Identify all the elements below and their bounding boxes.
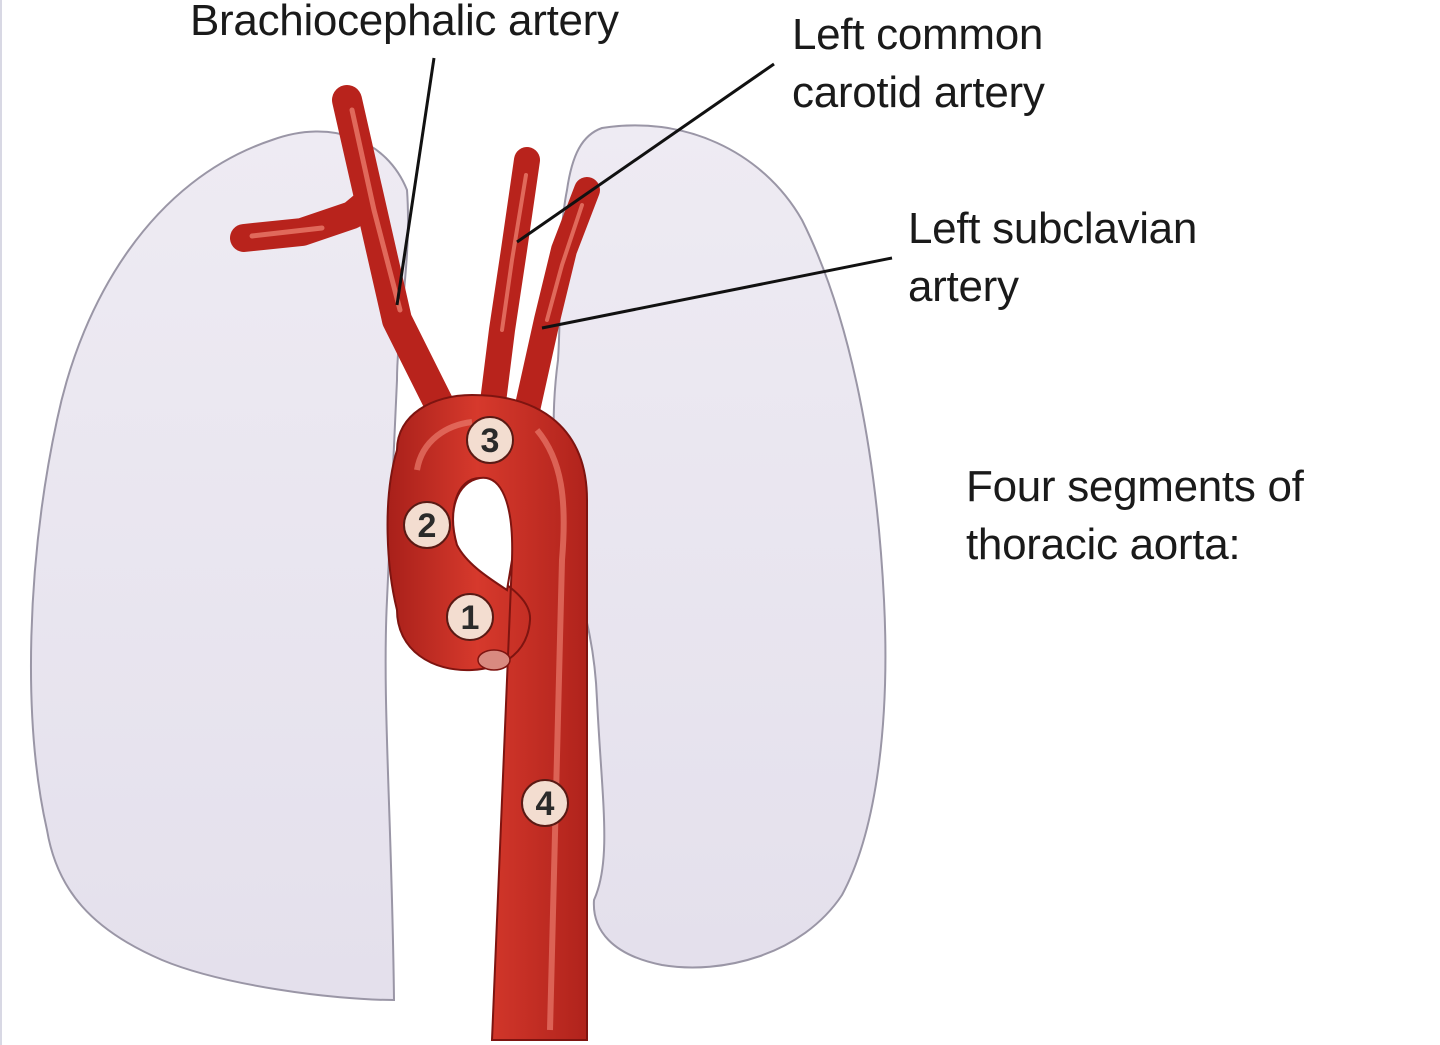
left-subclavian-label: Left subclavian artery (908, 200, 1197, 316)
left-lung (552, 124, 887, 969)
segment-marker-4: 4 (521, 779, 569, 827)
segments-caption: Four segments of thoracic aorta: (966, 458, 1304, 574)
left-subclavian-artery (514, 177, 600, 423)
left-common-carotid-artery (479, 147, 540, 423)
left-common-carotid-leader (516, 62, 775, 244)
aorta (386, 393, 588, 1041)
left-common-carotid-line-2: carotid artery (792, 68, 1045, 117)
segment-marker-1: 1 (446, 593, 494, 641)
segment-number-4: 4 (536, 785, 555, 823)
right-lung (29, 130, 410, 1002)
left-subclavian-leader (541, 256, 893, 330)
leader-lines (395, 57, 893, 330)
segment-marker-2: 2 (403, 501, 451, 549)
segment-marker-3: 3 (466, 416, 514, 464)
left-common-carotid-line-1: Left common (792, 10, 1044, 59)
segment-number-3: 3 (481, 422, 500, 460)
caption-line-2: thoracic aorta: (966, 520, 1241, 569)
segment-number-2: 2 (418, 507, 437, 545)
brachiocephalic-label-text: Brachiocephalic artery (190, 0, 619, 45)
brachiocephalic-artery (230, 85, 457, 425)
brachiocephalic-label: Brachiocephalic artery (190, 0, 619, 50)
left-common-carotid-label: Left common carotid artery (792, 6, 1045, 122)
segment-number-1: 1 (461, 599, 480, 637)
left-subclavian-line-1: Left subclavian (908, 204, 1198, 253)
brachiocephalic-leader (395, 57, 436, 306)
caption-line-1: Four segments of (966, 462, 1304, 511)
left-subclavian-line-2: artery (908, 262, 1019, 311)
